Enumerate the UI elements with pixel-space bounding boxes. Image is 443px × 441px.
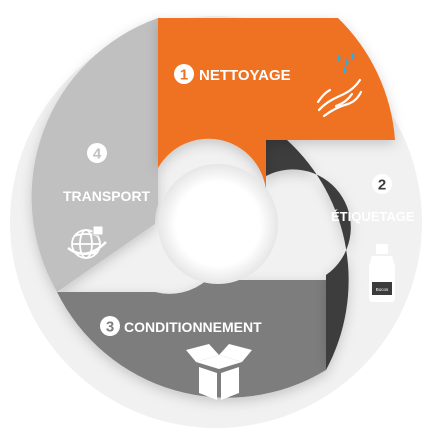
center-hole <box>158 164 278 284</box>
step-3-group: 3 CONDITIONNEMENT <box>100 316 262 336</box>
step-4-number: 4 <box>93 146 102 163</box>
box-icon <box>186 344 252 400</box>
bottle-icon: Bocos <box>369 244 395 302</box>
step-3-label: CONDITIONNEMENT <box>124 319 262 335</box>
step-1-number: 1 <box>180 67 188 84</box>
step-4-label: TRANSPORT <box>63 188 151 204</box>
segment-conditionnement <box>57 280 326 398</box>
step-4-group: 4 TRANSPORT <box>63 143 151 204</box>
hand-water-icon <box>316 78 363 118</box>
step-1-label: NETTOYAGE <box>199 67 291 84</box>
step-2-label: ÉTIQUETAGE <box>331 209 415 224</box>
step-2-number-badge <box>372 174 392 194</box>
step-1-number-badge <box>174 64 194 84</box>
step-3-number-badge <box>100 316 120 336</box>
globe-package-icon <box>67 225 107 259</box>
segment-etiquetage <box>266 138 351 370</box>
step-4-number-badge <box>87 143 107 163</box>
water-drops-icon <box>337 52 355 74</box>
bottle-label-rect <box>372 282 392 295</box>
step-3-number: 3 <box>106 319 114 336</box>
step-2-number: 2 <box>378 177 386 194</box>
step-2-group: 2 ÉTIQUETAGE <box>331 174 415 224</box>
bottle-label-text: Bocos <box>376 287 389 292</box>
segment-nettoyage <box>158 18 395 190</box>
step-1-group: 1 NETTOYAGE <box>174 64 291 84</box>
